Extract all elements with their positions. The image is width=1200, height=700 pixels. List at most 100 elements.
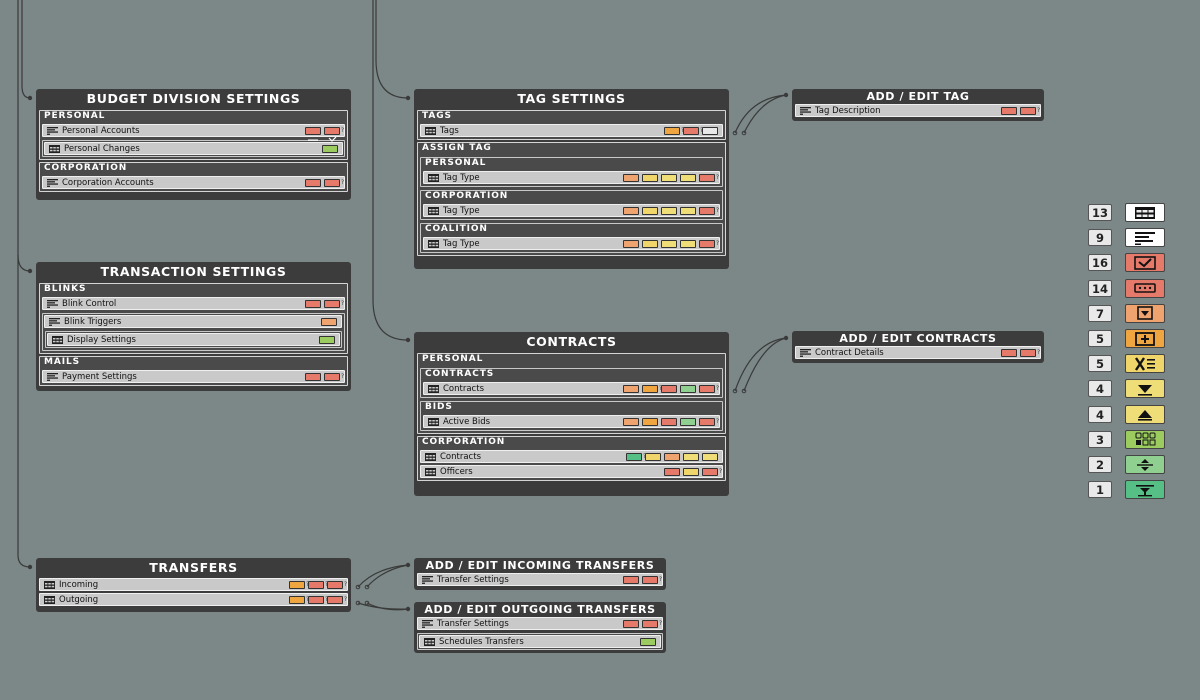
row-label: Corporation Accounts xyxy=(62,177,154,188)
sort-up-icon[interactable] xyxy=(680,239,696,248)
edit-icon[interactable]: ? xyxy=(699,173,719,182)
sort-down-icon[interactable] xyxy=(661,173,677,182)
corporation-accounts-row[interactable]: Corporation Accounts ? xyxy=(42,176,345,189)
delete-icon[interactable] xyxy=(642,173,658,182)
edit-icon[interactable]: ? xyxy=(327,595,347,604)
edit-icon[interactable]: ? xyxy=(699,239,719,248)
sort-down-icon[interactable] xyxy=(661,206,677,215)
tag-type-row[interactable]: Tag Type ? xyxy=(423,171,720,184)
section-title: TAGS xyxy=(422,111,452,121)
sort-up-icon[interactable] xyxy=(680,206,696,215)
ellipsis-icon[interactable] xyxy=(623,619,639,628)
edit-icon[interactable]: ? xyxy=(324,299,344,308)
row-label: Outgoing xyxy=(59,594,99,605)
edit-icon[interactable]: ? xyxy=(699,206,719,215)
contract-details-row[interactable]: Contract Details ? xyxy=(795,346,1041,359)
add-icon[interactable]: ? xyxy=(664,126,684,135)
sort-up-icon[interactable] xyxy=(702,452,718,461)
delete-icon[interactable] xyxy=(683,467,699,476)
edit-icon[interactable]: ? xyxy=(699,384,719,393)
form-icon xyxy=(47,372,58,381)
edit-icon[interactable]: ? xyxy=(324,126,344,142)
add-icon[interactable]: ? xyxy=(289,580,309,589)
sort-down-icon[interactable] xyxy=(683,452,699,461)
tag-type-row[interactable]: Tag Type ? xyxy=(423,237,720,250)
edit-icon[interactable]: ? xyxy=(699,417,719,426)
dropdown-icon[interactable] xyxy=(623,206,639,215)
section-title: COALITION xyxy=(425,224,488,234)
filter-icon[interactable]: ? xyxy=(626,452,646,461)
edit-icon[interactable]: ? xyxy=(1020,348,1040,357)
delete-icon[interactable] xyxy=(642,239,658,248)
delete-icon[interactable] xyxy=(645,452,661,461)
corp-contracts-row[interactable]: Contracts ? xyxy=(420,450,723,463)
dropdown-icon[interactable] xyxy=(623,239,639,248)
personal-accounts-row[interactable]: Personal Accounts ? xyxy=(42,124,345,142)
transfer-settings-row[interactable]: Transfer Settings ? xyxy=(417,617,663,630)
edit-icon[interactable]: ? xyxy=(324,178,344,187)
grid-icon[interactable] xyxy=(319,335,335,344)
grid-icon[interactable] xyxy=(322,144,338,153)
blink-triggers-row[interactable]: Blink Triggers xyxy=(44,315,342,328)
outgoing-row[interactable]: Outgoing ? ? ? xyxy=(39,593,348,606)
dropdown-icon[interactable] xyxy=(321,317,337,326)
edit-icon[interactable]: ? xyxy=(702,467,722,476)
personal-changes-row[interactable]: Personal Changes xyxy=(44,142,343,155)
dropdown-icon[interactable] xyxy=(623,384,639,393)
ellipsis-icon[interactable]: ? xyxy=(308,580,328,589)
section-corporation: CORPORATION Corporation Accounts ? xyxy=(39,162,348,192)
ellipsis-icon[interactable] xyxy=(305,126,321,141)
ellipsis-icon[interactable] xyxy=(305,178,321,187)
reorder-icon[interactable] xyxy=(680,384,696,393)
dropdown-icon[interactable] xyxy=(623,173,639,182)
dropdown-icon[interactable] xyxy=(623,417,639,426)
ellipsis-icon[interactable] xyxy=(305,372,321,381)
tag-description-row[interactable]: Tag Description ? xyxy=(795,104,1041,117)
row-label: Incoming xyxy=(59,579,99,590)
contracts-row[interactable]: Contracts ? ? xyxy=(423,382,720,395)
ellipsis-icon[interactable]: ? xyxy=(683,126,703,135)
edit-icon[interactable]: ? xyxy=(1020,106,1040,115)
ellipsis-icon[interactable] xyxy=(661,417,677,426)
ellipsis-icon[interactable] xyxy=(623,575,639,584)
ellipsis-icon[interactable] xyxy=(664,467,680,476)
legend-item: 4 xyxy=(1088,404,1165,424)
personal-changes-box: Personal Changes xyxy=(42,140,345,157)
ellipsis-icon[interactable]: ? xyxy=(308,595,328,604)
edit-icon[interactable]: ? xyxy=(642,575,662,584)
officers-row[interactable]: Officers ? xyxy=(420,465,723,478)
panel-title: ADD / EDIT CONTRACTS xyxy=(839,332,997,345)
tags-row[interactable]: Tags ? ? xyxy=(420,124,723,137)
grid-icon[interactable] xyxy=(640,637,656,646)
edit-icon[interactable]: ? xyxy=(324,372,344,381)
panel-title: BUDGET DIVISION SETTINGS xyxy=(86,91,301,106)
legend-count: 1 xyxy=(1088,481,1112,499)
reorder-icon[interactable] xyxy=(680,417,696,426)
edit-icon[interactable]: ? xyxy=(327,580,347,589)
blink-control-row[interactable]: Blink Control ? xyxy=(42,297,345,310)
ellipsis-icon[interactable] xyxy=(1001,348,1017,357)
add-icon[interactable]: ? xyxy=(289,595,309,604)
sort-up-icon[interactable] xyxy=(680,173,696,182)
row-label: Schedules Transfers xyxy=(439,636,524,647)
tag-type-row[interactable]: Tag Type ? xyxy=(423,204,720,217)
ellipsis-icon[interactable] xyxy=(305,299,321,308)
delete-icon[interactable] xyxy=(702,126,718,135)
ellipsis-icon[interactable] xyxy=(661,384,677,393)
payment-settings-row[interactable]: Payment Settings ? xyxy=(42,370,345,383)
add-icon[interactable] xyxy=(642,417,658,426)
display-settings-row[interactable]: Display Settings xyxy=(47,333,340,346)
dropdown-icon[interactable] xyxy=(664,452,680,461)
add-icon[interactable]: ? xyxy=(642,384,662,393)
edit-icon[interactable]: ? xyxy=(642,619,662,628)
incoming-row[interactable]: Incoming ? ? ? xyxy=(39,578,348,591)
transfer-settings-row[interactable]: Transfer Settings ? xyxy=(417,573,663,586)
schedules-transfers-row[interactable]: Schedules Transfers xyxy=(419,635,661,648)
ellipsis-icon[interactable] xyxy=(1001,106,1017,115)
legend-item: 3 xyxy=(1088,429,1165,449)
delete-icon[interactable] xyxy=(642,206,658,215)
table-icon xyxy=(424,637,435,646)
sort-down-icon[interactable] xyxy=(661,239,677,248)
row-label: Personal Accounts xyxy=(62,125,140,136)
active-bids-row[interactable]: Active Bids ? xyxy=(423,415,720,428)
